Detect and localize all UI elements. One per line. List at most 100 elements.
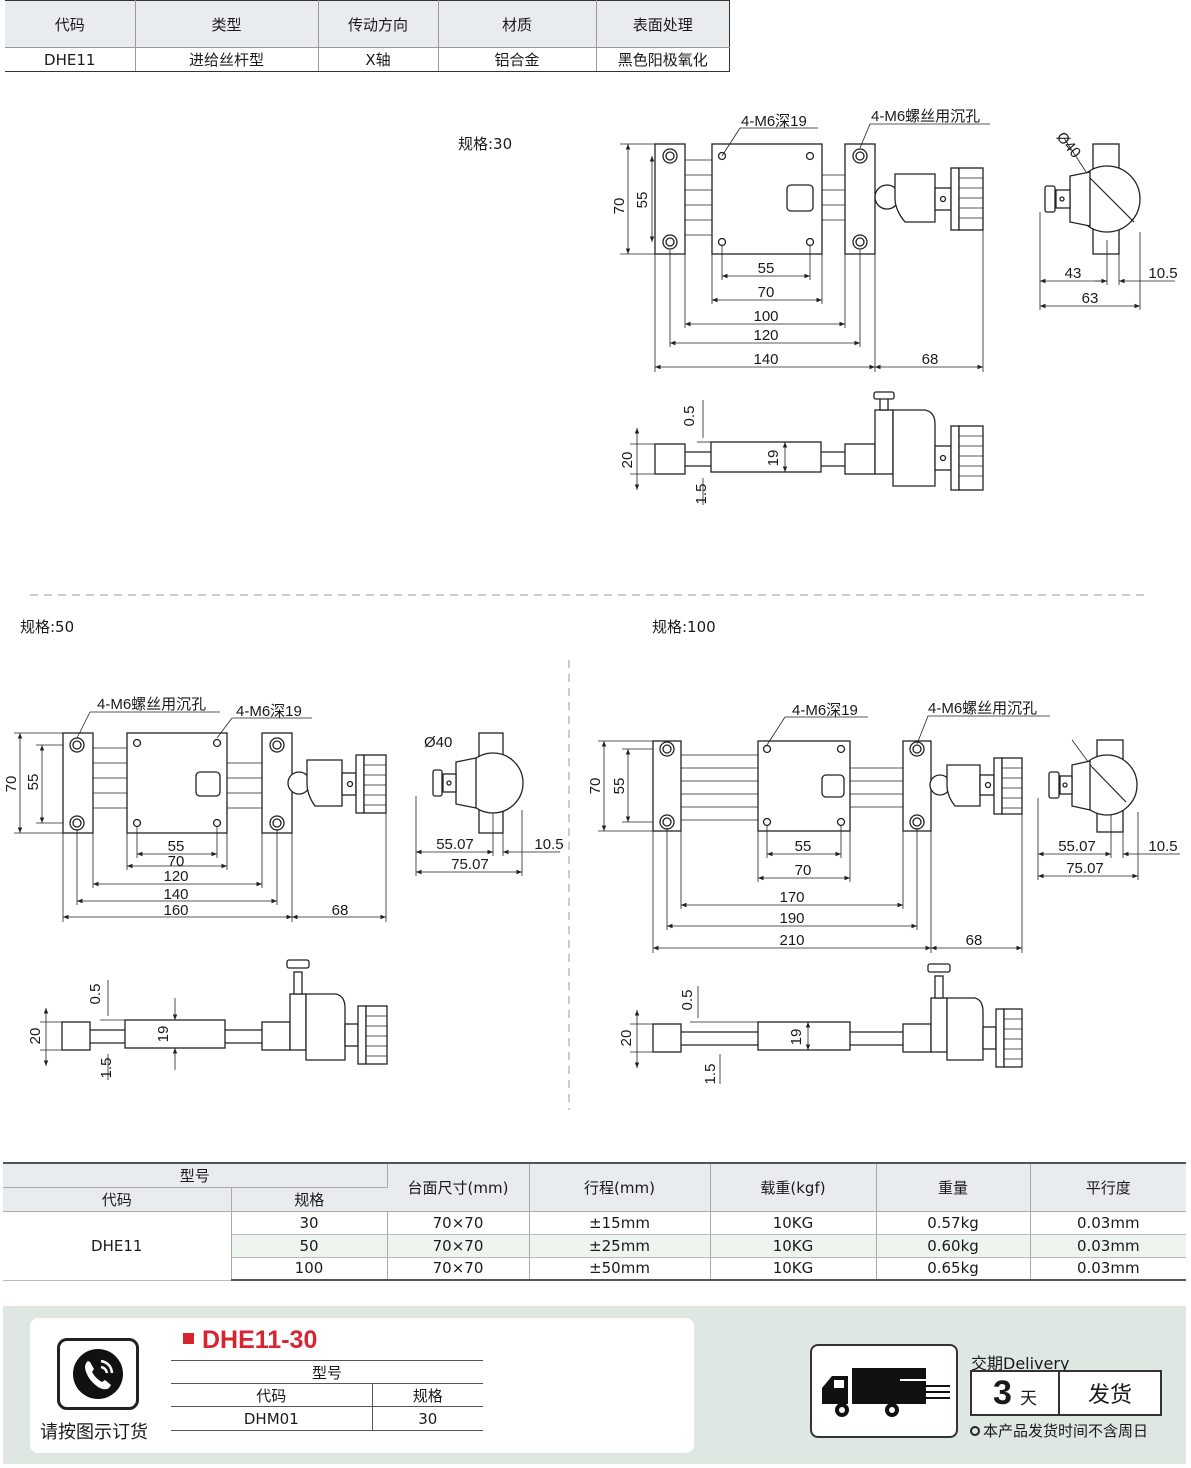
header-table-size: 台面尺寸(mm) xyxy=(387,1162,530,1212)
cell-finish: 黑色阳极氧化 xyxy=(596,47,730,72)
spec50-side-view xyxy=(432,732,524,834)
header-load: 载重(kgf) xyxy=(710,1162,877,1212)
spec100-dim-h70: 70 xyxy=(587,778,604,795)
specification-table: 型号 台面尺寸(mm) 行程(mm) 载重(kgf) 重量 平行度 代码 规格 … xyxy=(3,1162,1186,1281)
spec50-dim-w55: 55 xyxy=(168,838,185,855)
spec50-dim-05: 0.5 xyxy=(87,984,104,1005)
cell-size: 70×70 xyxy=(387,1234,530,1258)
spec100-dim-w190: 190 xyxy=(779,910,804,927)
spec100-dim-15: 1.5 xyxy=(702,1064,719,1085)
spec30-dim-43: 43 xyxy=(1065,265,1082,282)
cell-weight: 0.60kg xyxy=(876,1234,1031,1258)
cell-stroke: ±25mm xyxy=(529,1234,711,1258)
spec30-front-labels: 0.5 20 19 1.5 xyxy=(619,406,782,505)
spec50-front-dims xyxy=(40,980,178,1080)
cell-stroke: ±50mm xyxy=(529,1257,711,1281)
cell-spec: 30 xyxy=(231,1211,388,1235)
header-code: 代码 xyxy=(3,1187,232,1212)
cell-code: DHE11 xyxy=(5,47,136,72)
spec100-front-dims xyxy=(630,986,811,1084)
spec30-dim-h55: 55 xyxy=(634,192,651,209)
spec30-side-dims xyxy=(1039,212,1175,310)
spec100-dim-105: 10.5 xyxy=(1148,838,1177,855)
cell-type: 进给丝杆型 xyxy=(135,47,319,72)
spec100-top-dims xyxy=(598,715,1050,953)
order-table: 型号 代码 规格 DHM01 30 xyxy=(171,1360,483,1431)
spec100-callout-tapped: 4-M6深19 xyxy=(792,702,858,719)
cell-size: 70×70 xyxy=(387,1257,530,1281)
spec30-dim-05: 0.5 xyxy=(681,406,698,427)
order-title-text: DHE11-30 xyxy=(202,1326,318,1354)
spec50-top-labels: 4-M6螺丝用沉孔 4-M6深19 70 55 55 70 120 140 16… xyxy=(3,696,348,919)
spec100-dim-w55: 55 xyxy=(795,838,812,855)
spec100-dim-7507: 75.07 xyxy=(1066,860,1104,877)
spec50-dim-dia: Ø40 xyxy=(424,734,452,751)
delivery-days: 3 天 xyxy=(972,1372,1060,1414)
table-row: DHE11 30 70×70 ±15mm 10KG 0.57kg 0.03mm xyxy=(3,1211,1186,1281)
spec100-dim-20: 20 xyxy=(618,1030,635,1047)
cell-spec: 100 xyxy=(231,1257,388,1281)
spec50-top-dims xyxy=(14,711,387,922)
table-row: 50 70×70 ±25mm 10KG 0.60kg 0.03mm xyxy=(3,1234,1186,1258)
cell-size: 70×70 xyxy=(387,1211,530,1235)
header-material: 材质 xyxy=(438,0,597,48)
spec30-dim-dia: Ø40 xyxy=(1053,129,1084,162)
cell-weight: 0.57kg xyxy=(876,1211,1031,1235)
spec100-side-dims xyxy=(1037,798,1180,880)
spec30-dim-knob: 68 xyxy=(922,351,939,368)
order-cell-code: DHM01 xyxy=(171,1406,373,1431)
cell-load: 10KG xyxy=(710,1211,877,1235)
cell-weight: 0.65kg xyxy=(876,1257,1031,1281)
spec50-label: 规格:50 xyxy=(20,618,75,636)
spec30-callout-counterbore: 4-M6螺丝用沉孔 xyxy=(871,108,980,125)
spec30-top-labels: 4-M6深19 4-M6螺丝用沉孔 70 55 55 70 100 120 14… xyxy=(611,108,980,368)
spec100-label: 规格:100 xyxy=(652,618,716,636)
spec30-dim-w140: 140 xyxy=(753,351,778,368)
spec50-callout-counterbore: 4-M6螺丝用沉孔 xyxy=(97,696,206,713)
spec50-dim-w140: 140 xyxy=(163,886,188,903)
spec30-dim-63: 63 xyxy=(1082,290,1099,307)
header-type: 类型 xyxy=(135,0,319,48)
spec30-dim-w55: 55 xyxy=(758,260,775,277)
spec50-dim-w120: 120 xyxy=(163,868,188,885)
spec100-dim-5507: 55.07 xyxy=(1058,838,1096,855)
order-caption: 请按图示订货 xyxy=(40,1422,148,1443)
spec100-dim-19: 19 xyxy=(788,1029,805,1046)
spec100-dim-w210: 210 xyxy=(779,932,804,949)
spec50-dim-knob: 68 xyxy=(332,902,349,919)
spec30-dim-20: 20 xyxy=(619,452,636,469)
spec50-dim-w160: 160 xyxy=(163,902,188,919)
order-title: DHE11-30 xyxy=(183,1326,317,1355)
cell-load: 10KG xyxy=(710,1257,877,1281)
spec30-dim-h70: 70 xyxy=(611,198,628,215)
spec30-top-view xyxy=(654,143,984,255)
spec100-side-view xyxy=(1048,739,1138,833)
spec100-side-labels: 55.07 10.5 75.07 xyxy=(1058,838,1177,877)
cell-parallelism: 0.03mm xyxy=(1030,1257,1186,1281)
spec30-dim-15: 1.5 xyxy=(693,484,710,505)
header-spec: 规格 xyxy=(231,1187,387,1212)
spec50-front-labels: 0.5 20 19 1.5 xyxy=(27,984,172,1079)
spec100-front-view xyxy=(652,963,1023,1068)
product-summary-table: 代码 类型 传动方向 材质 表面处理 DHE11 进给丝杆型 X轴 铝合金 黑色… xyxy=(5,0,730,72)
spec50-side-dims xyxy=(415,796,560,876)
spec100-dim-w170: 170 xyxy=(779,889,804,906)
spec100-dim-knob: 68 xyxy=(966,932,983,949)
truck-icon xyxy=(810,1344,958,1438)
header-direction: 传动方向 xyxy=(318,0,439,48)
spec50-side-labels: Ø40 55.07 10.5 75.07 xyxy=(424,734,564,873)
order-header-spec: 规格 xyxy=(372,1383,483,1407)
spec50-dim-105: 10.5 xyxy=(534,836,563,853)
bullet-square-icon xyxy=(183,1333,194,1344)
spec50-front-view xyxy=(61,959,388,1065)
spec50-top-view xyxy=(62,732,387,834)
delivery-note: 本产品发货时间不含周日 xyxy=(970,1420,1148,1441)
cell-direction: X轴 xyxy=(318,47,439,72)
phone-icon xyxy=(57,1338,139,1410)
spec50-callout-tapped: 4-M6深19 xyxy=(236,703,302,720)
header-weight: 重量 xyxy=(876,1162,1031,1212)
delivery-box: 3 天 发货 xyxy=(970,1370,1162,1416)
spec50-dim-w70: 70 xyxy=(168,853,185,870)
delivery-label: 交期Delivery xyxy=(971,1354,1070,1373)
order-cell-spec: 30 xyxy=(372,1406,483,1431)
